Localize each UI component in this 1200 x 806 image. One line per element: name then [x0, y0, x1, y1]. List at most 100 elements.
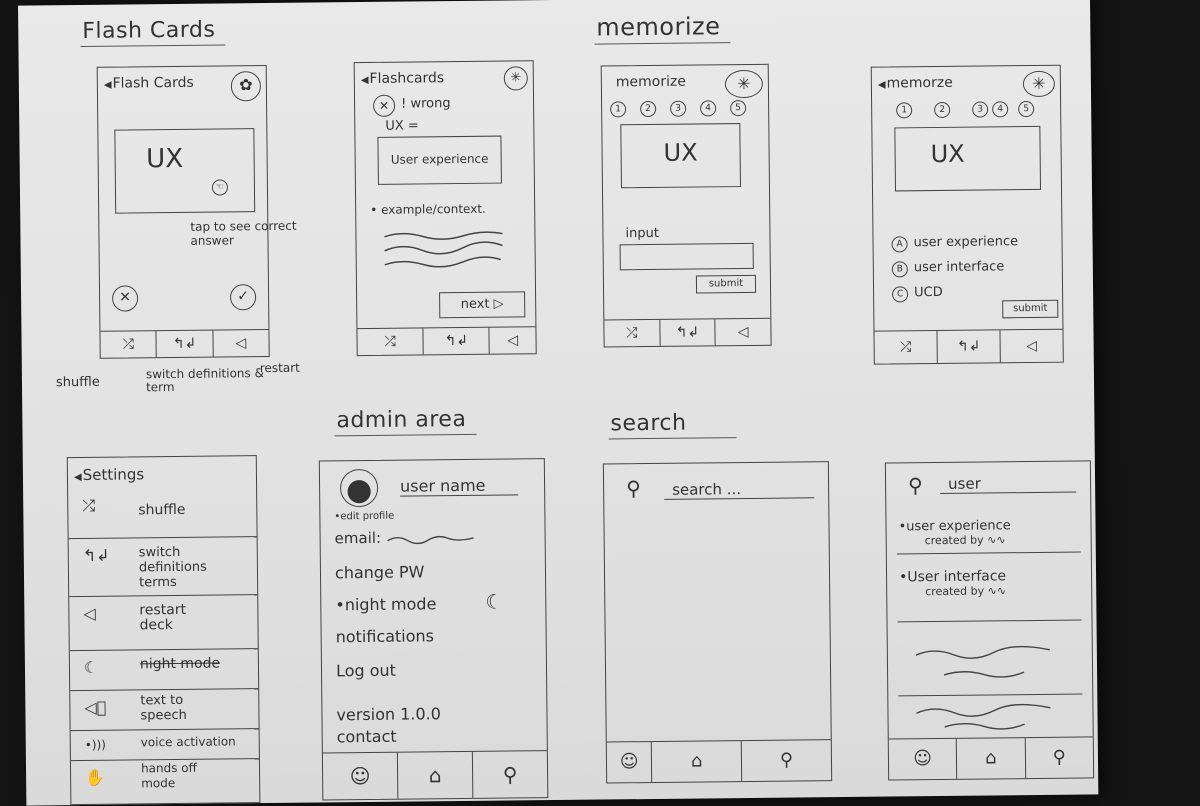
tab-bar: ☺ ⌂ ⚲ [322, 750, 548, 800]
profile-icon[interactable]: ☺ [322, 752, 399, 800]
level-5[interactable]: 5 [1018, 100, 1035, 118]
result-item-1[interactable]: •user experience created by ∿∿ [898, 518, 1011, 547]
hand-icon: ✋ [85, 767, 106, 787]
settings-gear-icon[interactable]: ✳ [1022, 70, 1056, 98]
search-icon[interactable]: ⚲ [779, 749, 794, 771]
screen-flash-cards: ◀Flash Cards ✿ UX ☜ ✕ ✓ ⤮ ↰↲ ◁ [96, 65, 270, 359]
restart-icon[interactable]: ◁ [507, 332, 519, 349]
result-divider [898, 693, 1083, 697]
placeholder-result-scribble [915, 645, 1050, 678]
level-3[interactable]: 3 [670, 100, 687, 117]
shuffle-icon[interactable]: ⤮ [874, 331, 938, 364]
screen-title-text: Flash Cards [112, 74, 194, 92]
next-button[interactable]: next ▷ [439, 291, 526, 319]
placeholder-result-scribble [916, 703, 1051, 730]
result-item-2[interactable]: •User interface created by ∿∿ [899, 568, 1006, 598]
screen-admin: user name •edit profile email: change PW… [318, 458, 549, 801]
level-2[interactable]: 2 [934, 101, 951, 119]
screen-title-text: memorize [615, 73, 687, 91]
back-icon[interactable]: ◀ [103, 79, 112, 91]
tab-bar: ⤮ ↰↲ ◁ [100, 329, 269, 358]
settings-item-voice[interactable]: •))) voice activation [70, 728, 259, 762]
wrong-answer-button[interactable]: ✕ [111, 285, 139, 312]
notifications-link[interactable]: notifications [335, 626, 435, 647]
search-icon[interactable]: ⚲ [502, 762, 518, 787]
restart-icon[interactable]: ◁ [235, 335, 247, 352]
screen-flashcards-wrong: ◀Flashcards ✳ ✕ ! wrong UX = User experi… [353, 60, 537, 357]
answer-text: User experience [390, 151, 489, 167]
restart-icon[interactable]: ◁ [737, 323, 749, 341]
change-password-link[interactable]: change PW [334, 562, 425, 583]
settings-item-hands-off[interactable]: ✋ hands off mode [71, 758, 259, 794]
settings-gear-icon[interactable]: ✳ [724, 69, 764, 99]
result-created-by-text: created by [924, 533, 984, 548]
flashcard[interactable]: UX [894, 125, 1042, 192]
edit-profile-link[interactable]: •edit profile [334, 510, 395, 523]
wrong-icon: ✕ [372, 94, 396, 117]
result-created-by: created by ∿∿ [924, 533, 1006, 548]
example-lines [384, 231, 503, 268]
profile-icon[interactable]: ☺ [606, 742, 653, 783]
home-icon[interactable]: ⌂ [652, 741, 743, 783]
correct-answer-button[interactable]: ✓ [229, 284, 257, 311]
screen-title: ◀Flash Cards [104, 75, 194, 92]
answer-card[interactable]: User experience [377, 135, 502, 185]
settings-gear-icon[interactable]: ✳ [503, 66, 528, 91]
option-b-text: user interface [913, 259, 1005, 276]
home-icon[interactable]: ⌂ [957, 738, 1026, 779]
home-icon[interactable]: ⌂ [397, 751, 474, 799]
flashcard[interactable]: UX ☜ [114, 128, 256, 214]
level-5[interactable]: 5 [730, 99, 747, 117]
tab-bar: ⤮ ↰↲ ◁ [874, 328, 1063, 364]
settings-item-label: voice activation [140, 734, 236, 750]
result-created-by-text: created by [925, 584, 985, 599]
tap-reveal-icon[interactable]: ☜ [211, 179, 229, 196]
submit-button[interactable]: submit [1002, 299, 1059, 319]
level-2[interactable]: 2 [640, 100, 657, 118]
tab-bar: ☺ ⌂ ⚲ [888, 736, 1094, 780]
shuffle-icon[interactable]: ⤮ [100, 331, 158, 358]
level-4[interactable]: 4 [992, 101, 1009, 118]
level-4[interactable]: 4 [700, 100, 717, 117]
switch-icon[interactable]: ↰↲ [937, 330, 1001, 364]
level-3[interactable]: 3 [972, 101, 989, 118]
flashcard[interactable]: UX [620, 123, 741, 189]
settings-item-restart[interactable]: ◁ restart deck [69, 594, 258, 652]
shuffle-icon[interactable]: ⤮ [357, 328, 424, 356]
answer-input[interactable] [619, 242, 754, 271]
settings-item-shuffle[interactable]: ⤮ shuffle [68, 486, 257, 540]
flashcard-term: UX [146, 143, 184, 175]
back-icon[interactable]: ◀ [877, 79, 886, 91]
switch-icon[interactable]: ↰↲ [423, 327, 491, 355]
level-1[interactable]: 1 [896, 102, 913, 119]
level-1[interactable]: 1 [610, 101, 627, 118]
restart-icon: ◁ [83, 603, 96, 623]
search-icon[interactable]: ⚲ [1052, 746, 1066, 768]
search-input[interactable]: search ... [664, 479, 815, 500]
switch-icon[interactable]: ↰↲ [660, 319, 716, 346]
contact-link[interactable]: contact [336, 726, 397, 747]
heading-flash-cards: Flash Cards [80, 17, 226, 47]
restart-icon[interactable]: ◁ [1026, 337, 1038, 355]
back-icon[interactable]: ◀ [73, 471, 82, 484]
settings-item-tts[interactable]: ◁⃒ text to speech [70, 688, 259, 732]
search-input[interactable]: user [939, 473, 1077, 494]
switch-icon[interactable]: ↰↲ [156, 330, 214, 358]
submit-button[interactable]: submit [695, 274, 757, 294]
avatar[interactable] [339, 468, 379, 508]
logout-link[interactable]: Log out [335, 660, 396, 681]
settings-gear-icon[interactable]: ✿ [230, 71, 262, 102]
settings-item-night-mode[interactable]: ☾ night mode [69, 648, 259, 692]
settings-item-switch[interactable]: ↰↲ switch definitions terms [68, 536, 258, 598]
back-icon[interactable]: ◀ [360, 74, 369, 87]
profile-icon[interactable]: ☺ [888, 738, 958, 780]
shuffle-icon[interactable]: ⤮ [604, 319, 661, 347]
annotation-switch: switch definitions & term [145, 366, 264, 395]
screen-settings: ◀Settings ⤮ shuffle ↰↲ switch definition… [66, 455, 261, 806]
night-mode-toggle[interactable]: •night mode [335, 594, 437, 615]
speaker-icon: ◁⃒ [84, 697, 107, 717]
